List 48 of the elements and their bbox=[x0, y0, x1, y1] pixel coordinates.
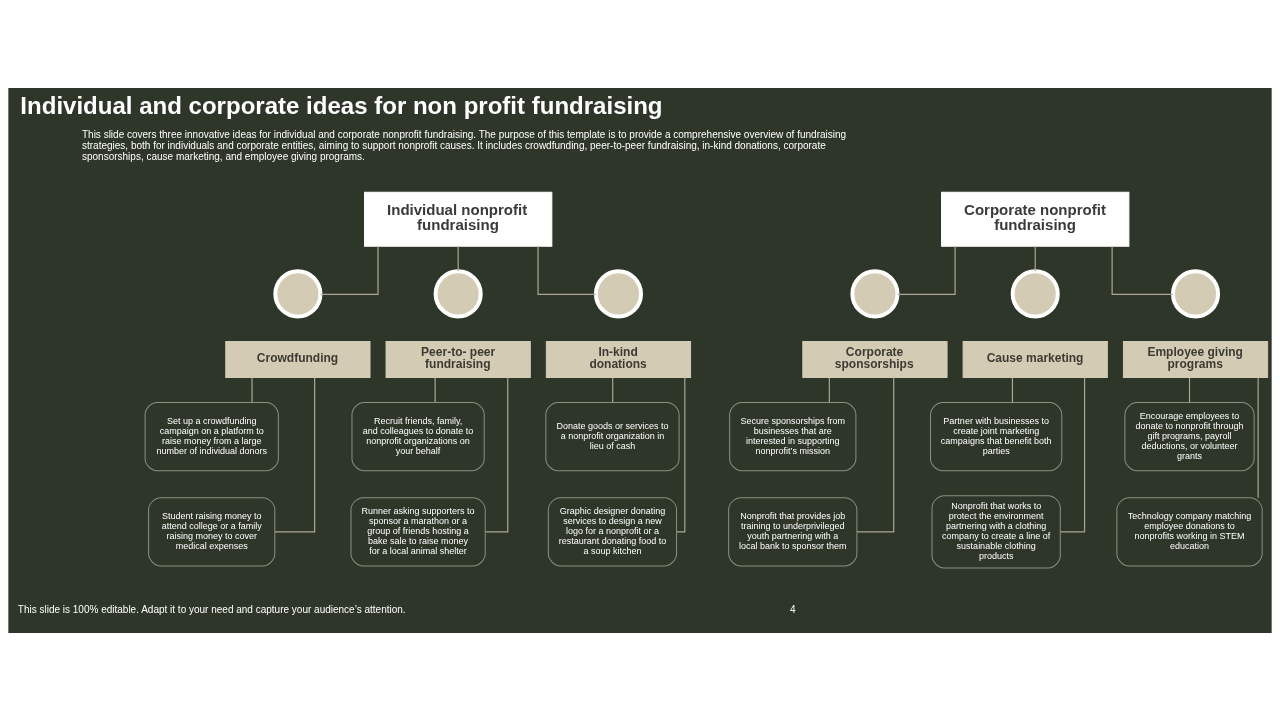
connector bbox=[457, 245, 459, 272]
node-circle bbox=[1010, 268, 1060, 318]
node-box: Corporate sponsorships bbox=[802, 340, 948, 378]
connector bbox=[1011, 376, 1014, 403]
node-circle bbox=[273, 268, 323, 318]
label: This slide is 100% editable. Adapt it to your need and capture your audience’s attention. bbox=[17, 603, 406, 615]
connector bbox=[434, 376, 436, 403]
connector bbox=[1257, 376, 1259, 498]
node-box: Nonprofit that provides job training to underprivileged youth partnering with a local bank to sponsor them bbox=[728, 496, 858, 566]
node-box: Technology company matching employee donations to nonprofits working in STEM education bbox=[1116, 496, 1263, 566]
node-box: Partner with businesses to create joint marketing campaigns that benefit both parties bbox=[930, 401, 1063, 471]
connector bbox=[828, 376, 830, 403]
node-box: Set up a crowdfunding campaign on a platform to raise money from a large number of individual donors bbox=[144, 401, 279, 471]
connector bbox=[1188, 376, 1191, 403]
connector bbox=[676, 376, 686, 532]
connector bbox=[1034, 245, 1036, 272]
node-box: Donate goods or services to a nonprofit organization in lieu of cash bbox=[545, 401, 680, 471]
connector bbox=[251, 376, 253, 403]
node-box: Cause marketing bbox=[962, 340, 1108, 378]
connector bbox=[897, 245, 956, 295]
node-box: Nonprofit that works to protect the environment partnering with a clothing company to create a line of sustainable clothing products bbox=[931, 494, 1061, 568]
node-box: Peer-to- peer fundraising bbox=[385, 340, 531, 378]
label: 4 bbox=[790, 603, 796, 615]
diagram-title: Individual and corporate ideas for non profit fundraising bbox=[20, 91, 663, 119]
node-box: Secure sponsorships from businesses that are interested in supporting nonprofit’s mission bbox=[729, 401, 857, 471]
node-circle bbox=[593, 268, 643, 318]
node-box: Graphic designer donating services to design a new logo for a nonprofit or a restaurant donating food to a soup kitchen bbox=[547, 496, 678, 566]
node-box: Employee giving programs bbox=[1122, 340, 1269, 378]
connector bbox=[537, 245, 597, 295]
node-box: Crowdfunding bbox=[225, 340, 371, 378]
connector bbox=[485, 376, 509, 532]
connector bbox=[320, 245, 379, 295]
node-box: In-kind donations bbox=[545, 340, 692, 378]
node-circle bbox=[433, 268, 483, 318]
node-circle bbox=[850, 268, 900, 318]
label: This slide covers three innovative ideas for individual and corporate nonprofit fundraising. The purpose of this template is to provide a comprehensive overview of fundraising strategies, both for individuals and corporate entities, aiming to support nonprofit causes. It includes crowdfunding, peer-to-peer fundraising, in-kind donations, corporate sponsorships, cause marketing, and employee giving programs. bbox=[81, 128, 847, 162]
node-box: Corporate nonprofit fundraising bbox=[941, 191, 1130, 247]
node-circle bbox=[1170, 268, 1221, 318]
node-box: Individual nonprofit fundraising bbox=[364, 191, 553, 247]
node-box: Recruit friends, family, and colleagues to donate to nonprofit organizations on your behalf bbox=[351, 401, 485, 471]
node-box: Runner asking supporters to sponsor a marathon or a group of friends hosting a bake sale to raise money for a local animal shelter bbox=[350, 496, 486, 566]
connector bbox=[1111, 245, 1174, 295]
connector bbox=[274, 376, 316, 532]
node-box: Student raising money to attend college or a family raising money to cover medical expenses bbox=[148, 496, 276, 566]
connector bbox=[1059, 376, 1086, 532]
node-box: Encourage employees to donate to nonprofit through gift programs, payroll deductions, or volunteer grants bbox=[1124, 401, 1255, 471]
connector bbox=[856, 376, 895, 532]
connector bbox=[612, 376, 614, 403]
